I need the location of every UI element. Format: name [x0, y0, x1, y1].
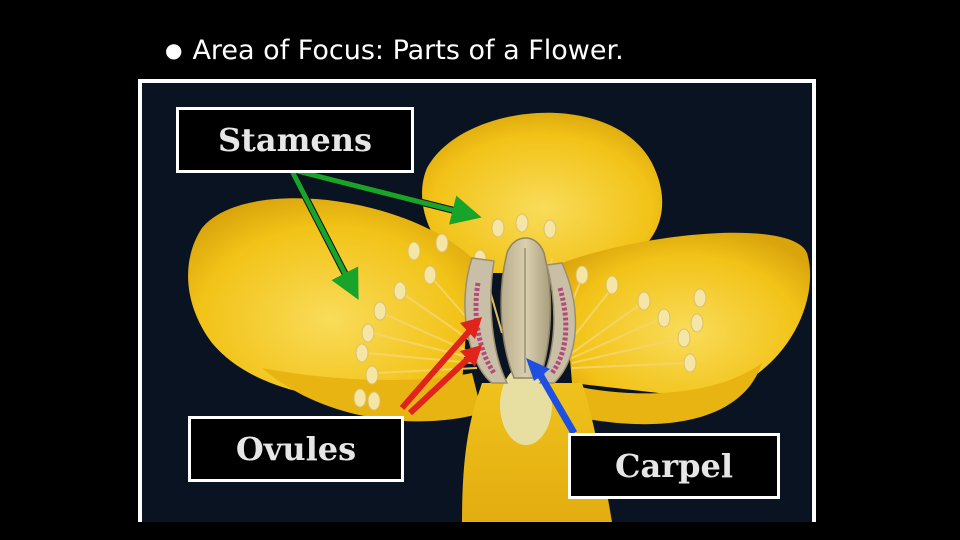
carpel-arrow: [526, 358, 578, 435]
carpel-label: Carpel: [568, 433, 780, 499]
ovules-label: Ovules: [188, 416, 404, 482]
petal-lower-right: [562, 363, 762, 425]
diagram-frame: Stamens Ovules Carpel: [138, 79, 816, 522]
petal-right: [562, 232, 811, 398]
stamens-label: Stamens: [176, 107, 414, 173]
flower-illustration: [188, 112, 811, 522]
flower-diagram: Stamens Ovules Carpel: [142, 83, 812, 522]
ovules-arrows: [399, 317, 482, 416]
slide-title-row: ● Area of Focus: Parts of a Flower.: [165, 30, 624, 70]
petal-left: [188, 198, 473, 400]
stamens-arrows: [288, 167, 482, 300]
slide-title: Area of Focus: Parts of a Flower.: [192, 34, 624, 66]
bullet-icon: ●: [165, 38, 183, 62]
ovary-base: [500, 365, 552, 445]
carpel-structure: [464, 237, 577, 384]
petal-back: [422, 112, 663, 273]
